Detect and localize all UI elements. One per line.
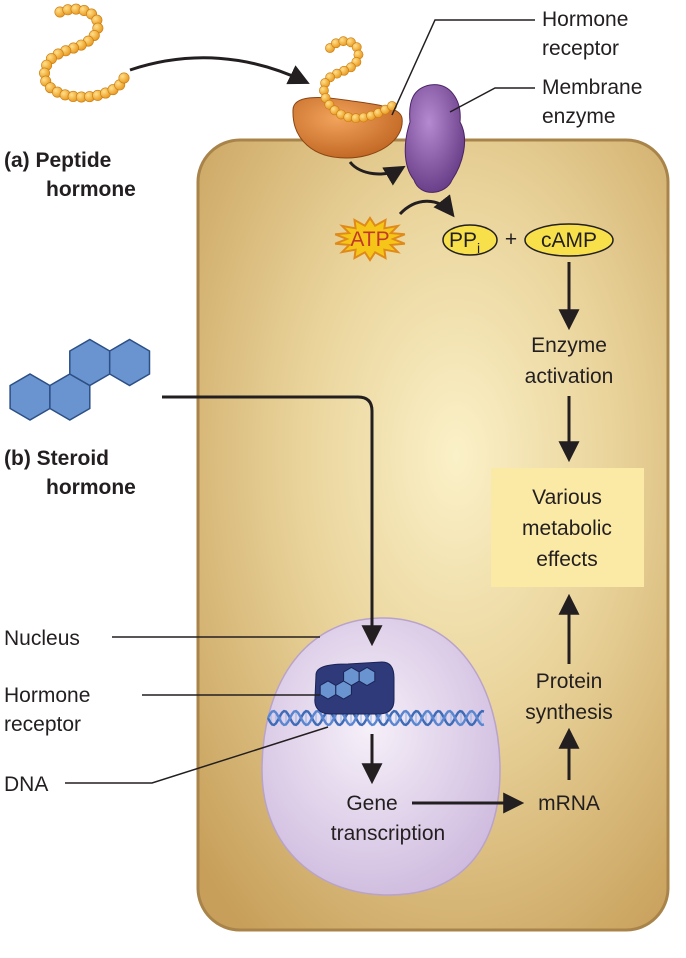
gene-transcription-line1: Gene bbox=[346, 792, 397, 815]
nucleus-label: Nucleus bbox=[4, 627, 80, 650]
membrane-enzyme-leader bbox=[449, 87, 535, 113]
steroid-hormone-line1: (b) Steroid bbox=[4, 447, 109, 470]
hexagon-ring bbox=[9, 373, 51, 421]
atp-burst bbox=[334, 216, 406, 262]
dna-leader bbox=[65, 726, 329, 784]
dna-label: DNA bbox=[4, 773, 48, 796]
hexagon-ring bbox=[319, 680, 337, 700]
dna-strand bbox=[266, 709, 485, 727]
metabolic-effects-box bbox=[491, 468, 644, 587]
hormone-receptor-top-line1: Hormone bbox=[542, 8, 628, 31]
peptide-bead bbox=[118, 72, 130, 84]
peptide-hormone-line1: (a) Peptide bbox=[4, 149, 111, 172]
ppi-oval bbox=[442, 224, 498, 256]
steroid-hormone-molecule bbox=[9, 338, 151, 421]
hormone-receptor-top-leader bbox=[391, 19, 535, 116]
membrane-enzyme-line2: enzyme bbox=[542, 105, 616, 128]
nucleus-shape bbox=[261, 617, 501, 896]
effects-line2: metabolic bbox=[522, 517, 612, 540]
hexagon-ring bbox=[358, 666, 376, 687]
peptide-hormone-chain bbox=[39, 3, 130, 103]
plus-sign: + bbox=[505, 228, 517, 251]
atp-conversion-arrow bbox=[398, 194, 455, 218]
atp-label: ATP bbox=[350, 228, 389, 251]
camp-label: cAMP bbox=[541, 229, 597, 252]
hexagon-ring bbox=[108, 338, 151, 387]
mrna-label: mRNA bbox=[538, 792, 600, 815]
protein-synthesis-line1: Protein bbox=[536, 670, 603, 693]
steroid-entry-arrow bbox=[162, 395, 383, 647]
hormone-receptor-bottom-line2: receptor bbox=[4, 713, 81, 736]
camp-oval bbox=[524, 223, 614, 257]
bound-steroid-hormone bbox=[319, 666, 376, 700]
protein-synthesis-line2: synthesis bbox=[525, 701, 613, 724]
enzyme-activation-line2: activation bbox=[525, 365, 614, 388]
peptide-binding-arrow bbox=[129, 56, 310, 85]
gene-transcription-line2: transcription bbox=[331, 822, 445, 845]
ppi-label: PPi bbox=[449, 229, 480, 256]
peptide-hormone-line2: hormone bbox=[46, 178, 136, 201]
membrane-enzyme-line1: Membrane bbox=[542, 76, 642, 99]
receptor-to-enzyme-arrow bbox=[348, 160, 406, 186]
hormone-receptor-bottom-line1: Hormone bbox=[4, 684, 90, 707]
bound-peptide-hormone bbox=[319, 36, 397, 124]
dna-helix bbox=[266, 709, 485, 727]
effects-line1: Various bbox=[532, 486, 602, 509]
effects-line3: effects bbox=[536, 548, 597, 571]
hexagon-ring bbox=[343, 666, 360, 687]
steroid-hormone-line2: hormone bbox=[46, 476, 136, 499]
hormone-receptor-top-line2: receptor bbox=[542, 37, 619, 60]
enzyme-activation-line1: Enzyme bbox=[531, 334, 607, 357]
membrane-enzyme bbox=[404, 84, 466, 193]
